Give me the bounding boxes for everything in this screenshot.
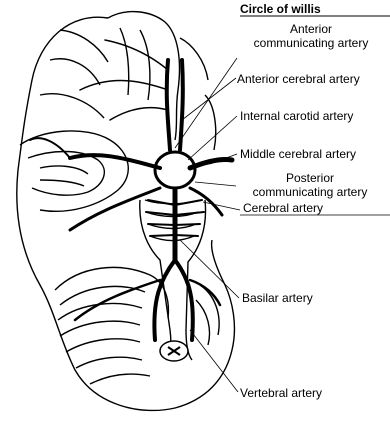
- label-line: Anterior: [236, 22, 386, 36]
- brain-outline: [17, 12, 235, 411]
- label-anterior-cerebral-artery: Anterior cerebral artery: [237, 72, 360, 86]
- diagram-title: Circle of willis: [240, 2, 321, 16]
- arteries: [30, 40, 232, 340]
- label-posterior-communicating-artery: Posterior communicating artery: [230, 171, 390, 199]
- label-line: communicating artery: [230, 185, 390, 199]
- label-middle-cerebral-artery: Middle cerebral artery: [240, 147, 356, 161]
- label-cerebral-artery: Cerebral artery: [243, 201, 323, 215]
- medulla-cross-section: [160, 341, 188, 361]
- label-internal-carotid-artery: Internal carotid artery: [240, 109, 353, 123]
- label-anterior-communicating-artery: Anterior communicating artery: [236, 22, 386, 50]
- label-vertebral-artery: Vertebral artery: [240, 386, 322, 400]
- label-line: communicating artery: [236, 36, 386, 50]
- label-basilar-artery: Basilar artery: [242, 291, 313, 305]
- label-line: Posterior: [230, 171, 390, 185]
